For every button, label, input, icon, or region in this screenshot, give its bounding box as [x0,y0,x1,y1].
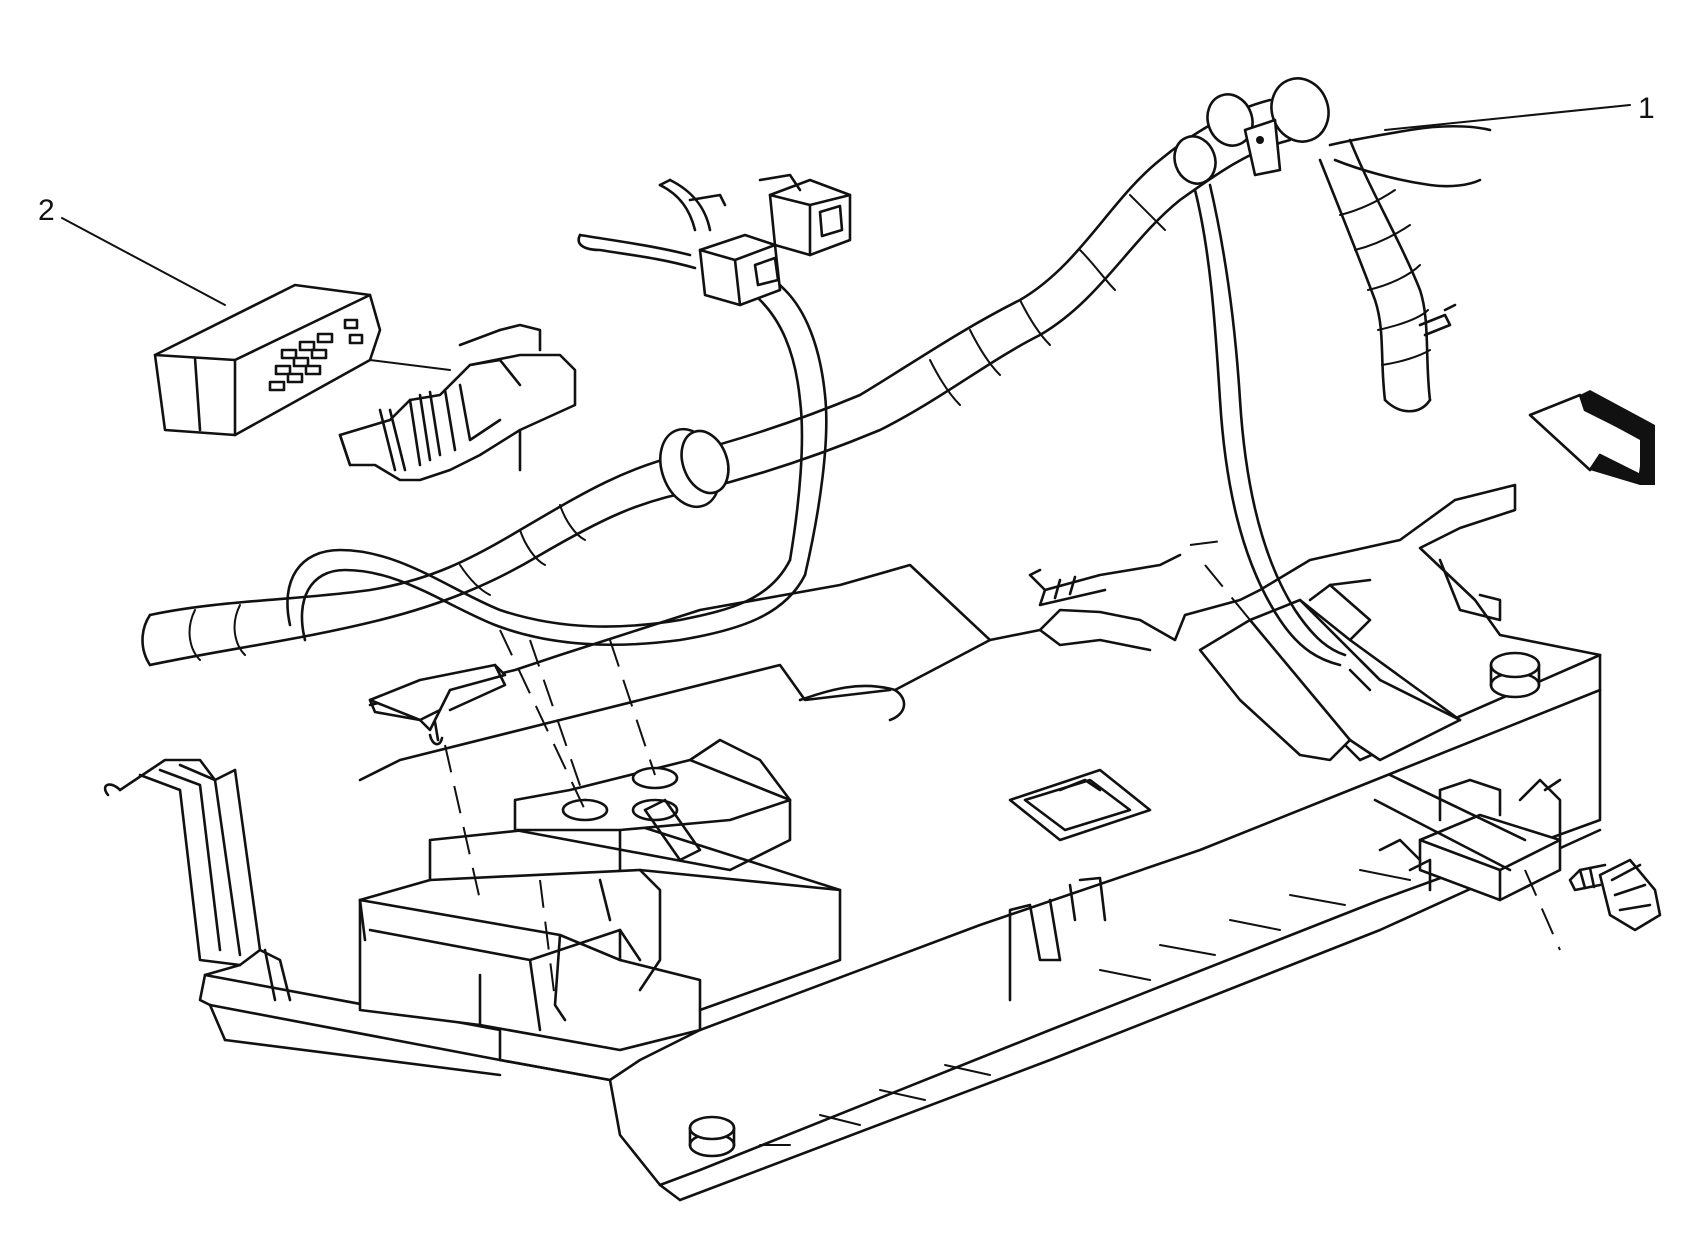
view-direction-arrow-icon [1528,390,1655,485]
harness-tape-wraps [188,194,1166,661]
mounting-bracket-panel [208,483,1602,1202]
center-mount-block [358,738,842,1052]
right-body-clip [1198,578,1562,902]
callout-2: 2 [38,194,226,306]
bolt-icon [1568,858,1662,932]
connector-block-item-2 [153,283,451,437]
callout-1: 1 [1384,92,1655,131]
left-bracket-arm [103,758,502,1077]
right-bundle-wraps [1339,189,1431,366]
connector-pins [268,318,364,392]
callout-1-label: 1 [1638,92,1655,125]
left-harness-clip [368,663,507,746]
panel-slats [759,844,1471,1146]
alignment-lines [444,539,1561,1001]
connector-socket [338,323,577,482]
callout-2-label: 2 [38,194,55,227]
harness-top-connectors [577,173,852,307]
